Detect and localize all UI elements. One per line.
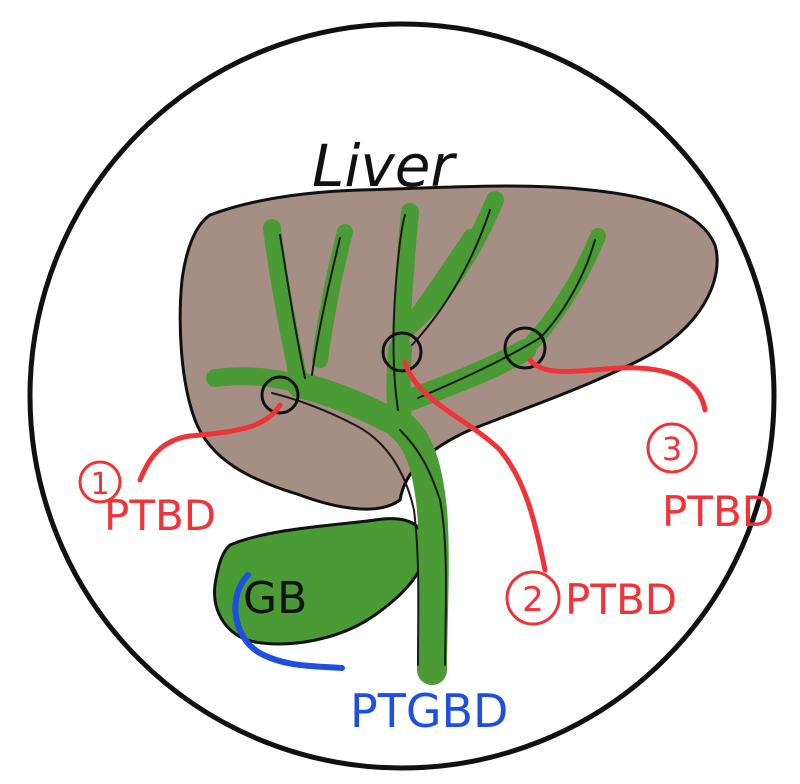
marker-1-ring bbox=[78, 460, 122, 504]
marker-3-ring bbox=[646, 422, 698, 474]
middle-duct-up-3 bbox=[409, 229, 476, 321]
right-duct-branch-up-2 bbox=[312, 224, 353, 368]
frame-circle bbox=[27, 21, 777, 771]
puncture-site-2 bbox=[381, 331, 423, 373]
liver-label: Liver bbox=[312, 132, 457, 200]
marker-1-number: 1 bbox=[90, 467, 109, 502]
ptbd-catheters bbox=[137, 357, 708, 573]
marker-2: 2 bbox=[505, 570, 561, 626]
marker-1: 1 bbox=[78, 460, 122, 504]
gb-label: GB bbox=[243, 573, 307, 624]
right-duct-branch-up-1 bbox=[263, 219, 309, 394]
puncture-site-3 bbox=[503, 326, 547, 370]
ptgbd-label: PTGBD bbox=[350, 684, 508, 738]
ptbd-catheter-1 bbox=[137, 402, 283, 483]
ptgbd-catheter bbox=[232, 572, 345, 671]
puncture-site-1 bbox=[260, 375, 300, 415]
ptbd-label-2: PTBD bbox=[565, 575, 677, 624]
gallbladder-shape bbox=[213, 517, 428, 646]
common-bile-duct bbox=[385, 410, 449, 685]
ptbd-catheter-3 bbox=[527, 357, 708, 413]
ptbd-catheter-2 bbox=[402, 359, 548, 573]
marker-3-number: 3 bbox=[662, 430, 682, 468]
ptbd-label-1: PTBD bbox=[104, 491, 216, 540]
middle-duct-trunk bbox=[386, 338, 412, 437]
marker-2-ring bbox=[505, 570, 561, 626]
ptbd-label-3: PTBD bbox=[662, 487, 774, 536]
marker-2-number: 2 bbox=[522, 580, 544, 620]
marker-3: 3 bbox=[646, 422, 698, 474]
bile-duct-outlines bbox=[271, 209, 596, 666]
liver-shape bbox=[178, 184, 719, 511]
